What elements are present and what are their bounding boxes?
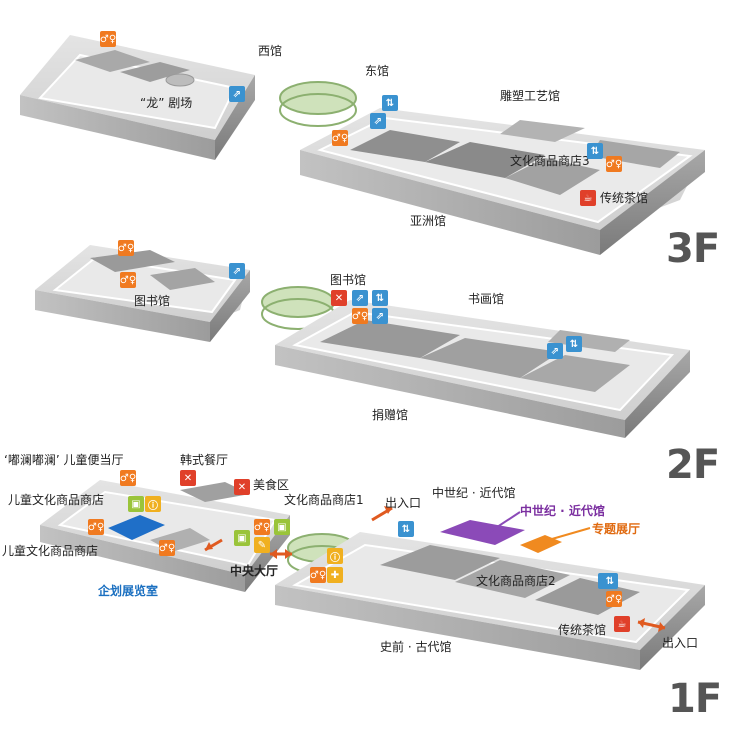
elevator-icon[interactable]: ⇅ (587, 143, 603, 159)
label-library-east: 图书馆 (330, 273, 367, 287)
label-entrance-top: 出入口 (385, 496, 422, 510)
label-east-hall: 东馆 (365, 64, 390, 78)
floor-badge-2f: 2F (666, 442, 720, 488)
restroom-icon[interactable]: ♂♀ (606, 156, 622, 172)
medieval-hall-highlight (440, 520, 525, 545)
restroom-icon[interactable]: ♂♀ (120, 272, 136, 288)
restroom-icon[interactable]: ♂♀ (352, 308, 368, 324)
floor-3f-plan (20, 35, 705, 255)
asia-hall-building (300, 108, 705, 255)
escalator-icon[interactable]: ⇗ (547, 343, 563, 359)
west-hall-building (20, 35, 255, 160)
entrance-arrows (204, 506, 666, 632)
library-west-building (35, 245, 250, 342)
label-calligraphy: 书画馆 (468, 292, 505, 306)
elevator-icon[interactable]: ⇅ (566, 336, 582, 352)
label-shop3: 文化商品商店3 (510, 154, 590, 168)
elevator-icon[interactable]: ⇅ (602, 573, 618, 589)
label-asia-hall: 亚洲馆 (410, 214, 447, 228)
label-dragon-theater: “龙” 剧场 (140, 96, 193, 110)
label-tea-house-1f: 传统茶馆 (558, 623, 607, 637)
label-special-exhibit: 专题展厅 (592, 522, 641, 536)
restroom-icon[interactable]: ♂♀ (332, 130, 348, 146)
floor-badge-1f: 1F (668, 676, 722, 722)
shop-icon[interactable]: ▣ (234, 530, 250, 546)
information-icon[interactable]: ⓘ (145, 496, 161, 512)
label-sculpture-craft: 雕塑工艺馆 (500, 89, 561, 103)
restroom-icon[interactable]: ♂♀ (159, 540, 175, 556)
bag-storage-icon[interactable]: ✎ (254, 537, 270, 553)
elevator-icon[interactable]: ⇅ (382, 95, 398, 111)
teahouse-icon[interactable]: ☕ (614, 616, 630, 632)
medieval-pointer (484, 511, 521, 536)
escalator-icon[interactable]: ⇗ (229, 86, 245, 102)
elevator-icon[interactable]: ⇅ (398, 521, 414, 537)
label-tea-house-3f: 传统茶馆 (600, 191, 649, 205)
escalator-icon[interactable]: ⇗ (372, 308, 388, 324)
restaurant-icon[interactable]: ✕ (331, 290, 347, 306)
shop-icon[interactable]: ▣ (128, 496, 144, 512)
label-west-hall: 西馆 (258, 44, 283, 58)
label-planning-exhibit: 企划展览室 (98, 584, 159, 598)
label-entrance-right: 出入口 (662, 636, 699, 650)
floor-2f-plan (35, 245, 690, 438)
information-icon[interactable]: ⓘ (327, 548, 343, 564)
shop-icon[interactable]: ▣ (274, 519, 290, 535)
elevator-icon[interactable]: ⇅ (372, 290, 388, 306)
escalator-icon[interactable]: ⇗ (352, 290, 368, 306)
label-food-court: 美食区 (253, 478, 290, 492)
label-central-hall: 中央大厅 (230, 564, 279, 578)
restroom-icon[interactable]: ♂♀ (606, 591, 622, 607)
label-kids-shop-bottom: 儿童文化商品商店 (2, 544, 99, 558)
label-korean-restaurant: 韩式餐厅 (180, 453, 229, 467)
label-medieval-highlight: 中世纪 · 近代馆 (520, 504, 605, 518)
first-aid-icon[interactable]: ✚ (327, 567, 343, 583)
label-shop1: 文化商品商店1 (284, 493, 364, 507)
label-kids-shop-top: 儿童文化商品商店 (8, 493, 105, 507)
restroom-icon[interactable]: ♂♀ (120, 470, 136, 486)
label-kids-lunch: ‘嘟澜嘟澜’ 儿童便当厅 (4, 453, 124, 467)
calligraphy-building (275, 300, 690, 438)
restaurant-icon[interactable]: ✕ (234, 479, 250, 495)
bridge-2f (261, 286, 335, 330)
planning-exhibit-room (108, 515, 165, 540)
label-donation: 捐赠馆 (372, 408, 409, 422)
label-prehistory: 史前 · 古代馆 (380, 640, 452, 654)
bridge-3f (279, 81, 357, 127)
restroom-icon[interactable]: ♂♀ (118, 240, 134, 256)
restroom-icon[interactable]: ♂♀ (310, 567, 326, 583)
restaurant-icon[interactable]: ✕ (180, 470, 196, 486)
label-shop2: 文化商品商店2 (476, 574, 556, 588)
restroom-icon[interactable]: ♂♀ (88, 519, 104, 535)
floor-badge-3f: 3F (666, 226, 720, 272)
label-medieval: 中世纪 · 近代馆 (432, 486, 516, 500)
restroom-icon[interactable]: ♂♀ (100, 31, 116, 47)
restroom-icon[interactable]: ♂♀ (254, 519, 270, 535)
teahouse-icon[interactable]: ☕ (580, 190, 596, 206)
special-exhibit-pointer (544, 527, 591, 542)
label-library-west: 图书馆 (134, 294, 171, 308)
escalator-icon[interactable]: ⇗ (370, 113, 386, 129)
escalator-icon[interactable]: ⇗ (229, 263, 245, 279)
